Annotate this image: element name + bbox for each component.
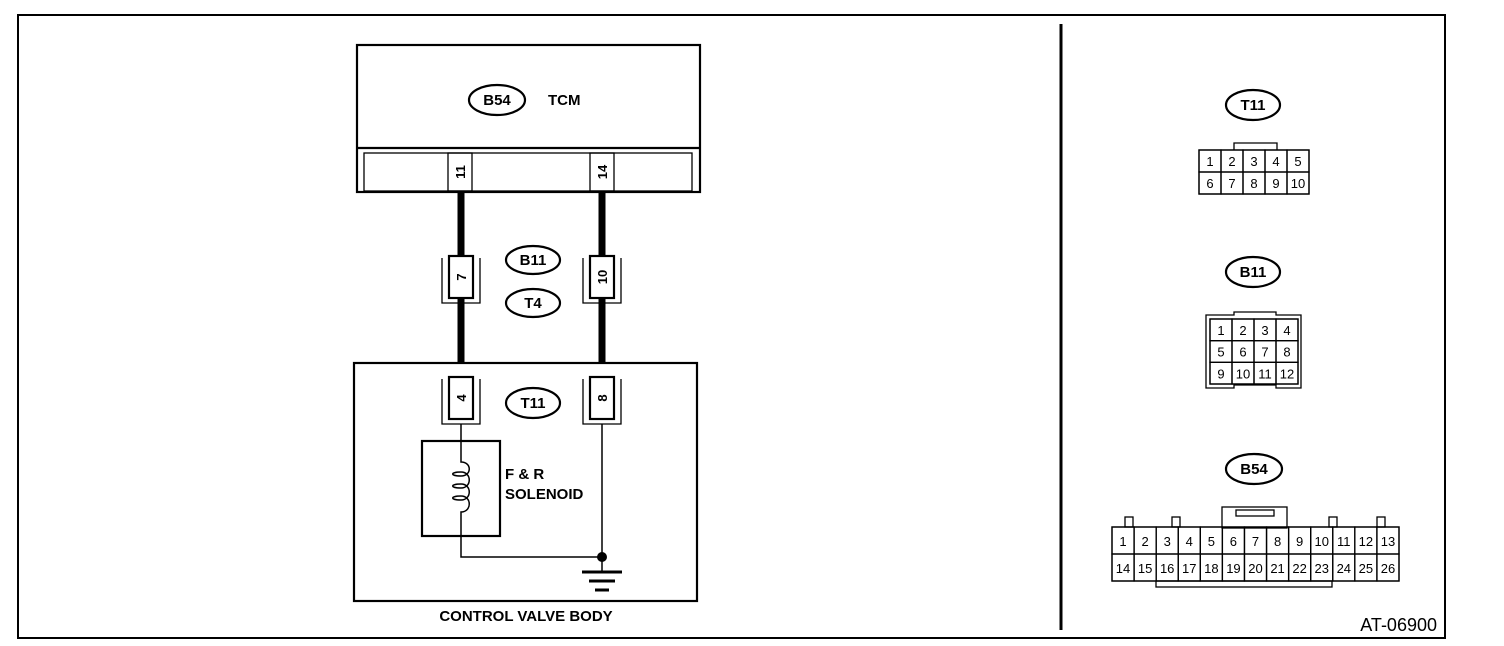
pin-number: 10 bbox=[1236, 366, 1250, 381]
pin-number: 18 bbox=[1204, 561, 1218, 576]
connector-tag-t11-text: T11 bbox=[520, 395, 545, 412]
pin-number: 1 bbox=[1119, 534, 1126, 549]
pin-number: 7 bbox=[1261, 345, 1268, 360]
pin-number: 13 bbox=[1381, 534, 1395, 549]
pin-number: 12 bbox=[1359, 534, 1373, 549]
harness-connector-right: 10 bbox=[582, 254, 622, 304]
pin-number: 7 bbox=[1228, 176, 1235, 191]
pin-number: 7 bbox=[1252, 534, 1259, 549]
solenoid-coil-icon bbox=[452, 424, 602, 558]
pin-number: 16 bbox=[1160, 561, 1174, 576]
tcm-label: TCM bbox=[548, 92, 581, 109]
control-valve-body-label: CONTROL VALVE BODY bbox=[439, 608, 612, 625]
view-tag-b54 bbox=[1224, 452, 1284, 486]
connector-tag-b11 bbox=[504, 244, 562, 276]
pin-cell bbox=[1376, 553, 1400, 582]
pin-number: 2 bbox=[1239, 323, 1246, 338]
pin-number: 9 bbox=[1217, 366, 1224, 381]
pin-number: 21 bbox=[1270, 561, 1284, 576]
pin-number: 1 bbox=[1206, 154, 1213, 169]
pin-number: 3 bbox=[1261, 323, 1268, 338]
pin-number: 15 bbox=[1138, 561, 1152, 576]
connector-tag-b11-text: B11 bbox=[520, 252, 547, 269]
harness-connector-left: 7 bbox=[441, 254, 481, 304]
pin-number: 4 bbox=[1272, 154, 1279, 169]
pin-number: 8 bbox=[1283, 345, 1290, 360]
figure-id: AT-06900 bbox=[1360, 615, 1437, 635]
pin-number: 2 bbox=[1228, 154, 1235, 169]
valve-pin-4: 4 bbox=[454, 394, 469, 402]
connector-tag-t11 bbox=[504, 386, 562, 420]
valve-connector-left: 4 bbox=[441, 375, 481, 425]
view-tag-b11 bbox=[1224, 255, 1282, 289]
pin-number: 3 bbox=[1250, 154, 1257, 169]
tcm-pin-11: 11 bbox=[453, 165, 468, 179]
solenoid-label-line1: F & R bbox=[505, 466, 544, 483]
pin-number: 6 bbox=[1239, 345, 1246, 360]
ground-icon bbox=[582, 570, 622, 592]
connector-tag-t4-text: T4 bbox=[524, 295, 542, 312]
pin-number: 22 bbox=[1292, 561, 1306, 576]
view-tag-t11 bbox=[1224, 88, 1282, 122]
tcm-module: B54 TCM 11 14 bbox=[355, 43, 702, 194]
pin-number: 23 bbox=[1314, 561, 1328, 576]
pin-number: 1 bbox=[1217, 323, 1224, 338]
harness-pin-7: 7 bbox=[454, 273, 469, 280]
valve-pin-8: 8 bbox=[595, 394, 610, 401]
pin-number: 11 bbox=[1337, 534, 1351, 549]
junction-dot bbox=[597, 552, 607, 562]
connector-tag-b54 bbox=[467, 83, 527, 117]
pin-number: 3 bbox=[1164, 534, 1171, 549]
pin-number: 14 bbox=[1116, 561, 1130, 576]
view-tag-b54-text: B54 bbox=[1240, 461, 1268, 478]
pin-number: 12 bbox=[1280, 366, 1294, 381]
pin-number: 20 bbox=[1248, 561, 1262, 576]
pin-number: 5 bbox=[1208, 534, 1215, 549]
connector-tag-t4 bbox=[504, 287, 562, 319]
pin-number: 6 bbox=[1206, 176, 1213, 191]
pin-number: 24 bbox=[1337, 561, 1351, 576]
view-tag-b11-text: B11 bbox=[1240, 264, 1267, 281]
pin-cell bbox=[1275, 361, 1299, 385]
pin-number: 9 bbox=[1272, 176, 1279, 191]
pin-number: 8 bbox=[1250, 176, 1257, 191]
tcm-pin-14: 14 bbox=[595, 164, 610, 179]
solenoid-label-line2: SOLENOID bbox=[505, 486, 584, 503]
pin-number: 4 bbox=[1186, 534, 1193, 549]
harness-pin-10: 10 bbox=[595, 270, 610, 284]
pin-number: 26 bbox=[1381, 561, 1395, 576]
pin-number: 5 bbox=[1217, 345, 1224, 360]
pin-number: 5 bbox=[1294, 154, 1301, 169]
valve-connector-right: 8 bbox=[582, 375, 622, 425]
pin-number: 17 bbox=[1182, 561, 1196, 576]
pin-number: 6 bbox=[1230, 534, 1237, 549]
pin-number: 10 bbox=[1314, 534, 1328, 549]
outer-frame bbox=[17, 14, 1446, 639]
view-tag-t11-text: T11 bbox=[1240, 97, 1265, 114]
pin-number: 9 bbox=[1296, 534, 1303, 549]
pin-number: 4 bbox=[1283, 323, 1290, 338]
pin-number: 25 bbox=[1359, 561, 1373, 576]
pin-cell bbox=[1286, 171, 1310, 195]
pin-number: 2 bbox=[1141, 534, 1148, 549]
pin-number: 11 bbox=[1258, 366, 1272, 381]
connector-tag-b54-text: B54 bbox=[483, 92, 511, 109]
pin-number: 8 bbox=[1274, 534, 1281, 549]
pin-number: 19 bbox=[1226, 561, 1240, 576]
pin-number: 10 bbox=[1291, 176, 1305, 191]
